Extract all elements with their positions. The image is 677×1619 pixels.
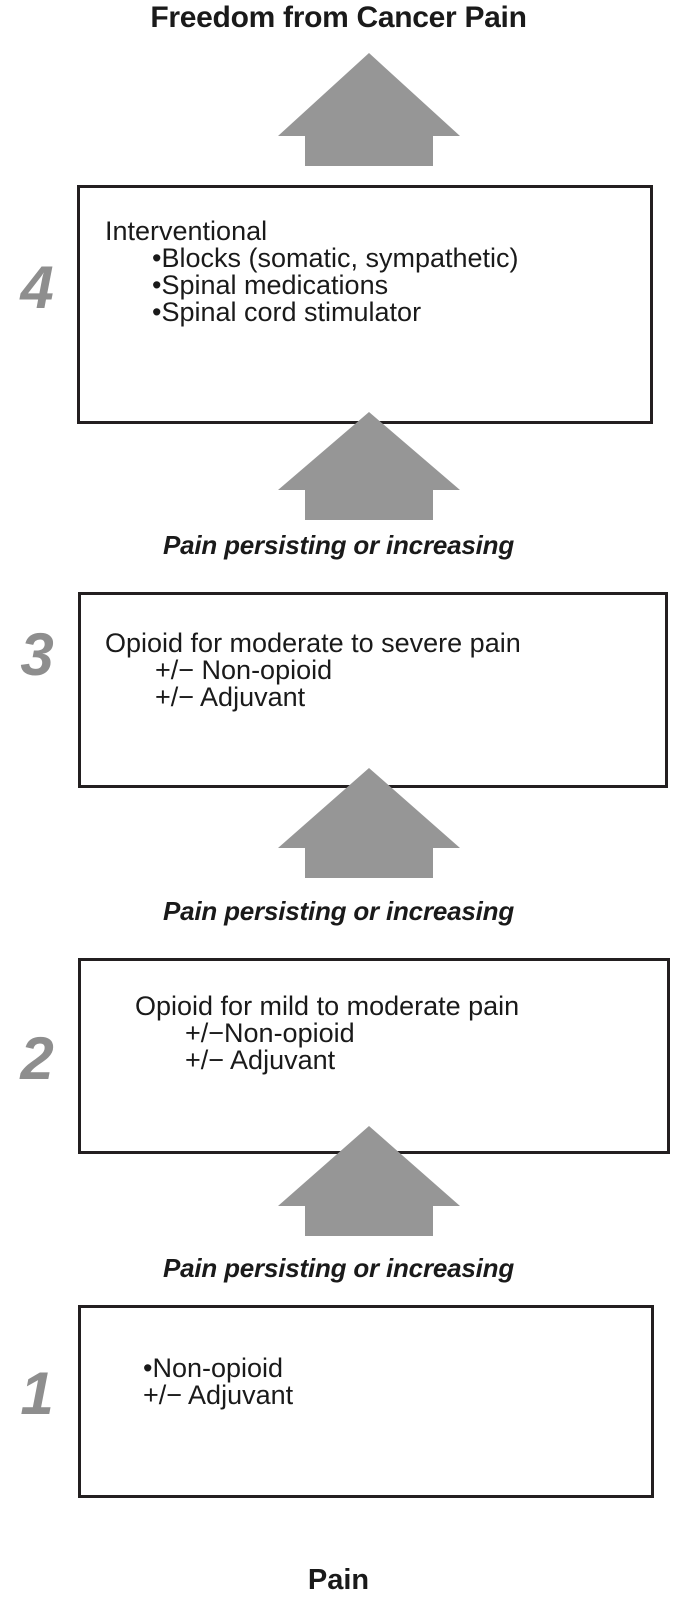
step-3-line-1: Opioid for moderate to severe pain [105, 628, 521, 658]
step-number-1: 1 [20, 1360, 54, 1427]
up-arrow-step2-to-step3 [278, 768, 460, 878]
step-4-line-3: •Spinal medications [152, 270, 389, 300]
up-arrow-to-goal [278, 53, 460, 166]
step-3-content: Opioid for moderate to severe pain +/− N… [105, 630, 521, 711]
step-box-3: Opioid for moderate to severe pain +/− N… [78, 592, 668, 788]
step-4-line-2: •Blocks (somatic, sympathetic) [152, 243, 519, 273]
step-4-line-4: •Spinal cord stimulator [152, 297, 422, 327]
step-2-content: Opioid for mild to moderate pain +/−Non-… [135, 993, 519, 1074]
step-4-line-1: Interventional [105, 216, 268, 246]
page-title: Freedom from Cancer Pain [150, 1, 527, 34]
step-number-4: 4 [20, 254, 54, 321]
step-number-3: 3 [20, 621, 54, 688]
step-number-2: 2 [20, 1025, 54, 1092]
connector-caption-1: Pain persisting or increasing [162, 1253, 515, 1283]
connector-caption-3: Pain persisting or increasing [162, 530, 515, 560]
step-1-line-1: •Non-opioid [143, 1353, 284, 1383]
step-3-line-2: +/− Non-opioid [155, 655, 333, 685]
step-1-content: •Non-opioid +/− Adjuvant [143, 1355, 293, 1409]
step-2-line-3: +/− Adjuvant [185, 1045, 336, 1075]
step-3-line-3: +/− Adjuvant [155, 682, 306, 712]
connector-caption-2: Pain persisting or increasing [162, 896, 515, 926]
step-box-2: Opioid for mild to moderate pain +/−Non-… [78, 958, 670, 1154]
step-box-4: Interventional •Blocks (somatic, sympath… [77, 185, 653, 424]
step-2-line-2: +/−Non-opioid [185, 1018, 355, 1048]
step-box-1: •Non-opioid +/− Adjuvant [78, 1305, 654, 1498]
step-4-content: Interventional •Blocks (somatic, sympath… [105, 218, 519, 326]
up-arrow-step3-to-step4 [278, 412, 460, 520]
bottom-label-pain: Pain [307, 1564, 370, 1596]
step-2-line-1: Opioid for mild to moderate pain [135, 991, 520, 1021]
step-1-line-2: +/− Adjuvant [143, 1380, 294, 1410]
up-arrow-step1-to-step2 [278, 1126, 460, 1236]
